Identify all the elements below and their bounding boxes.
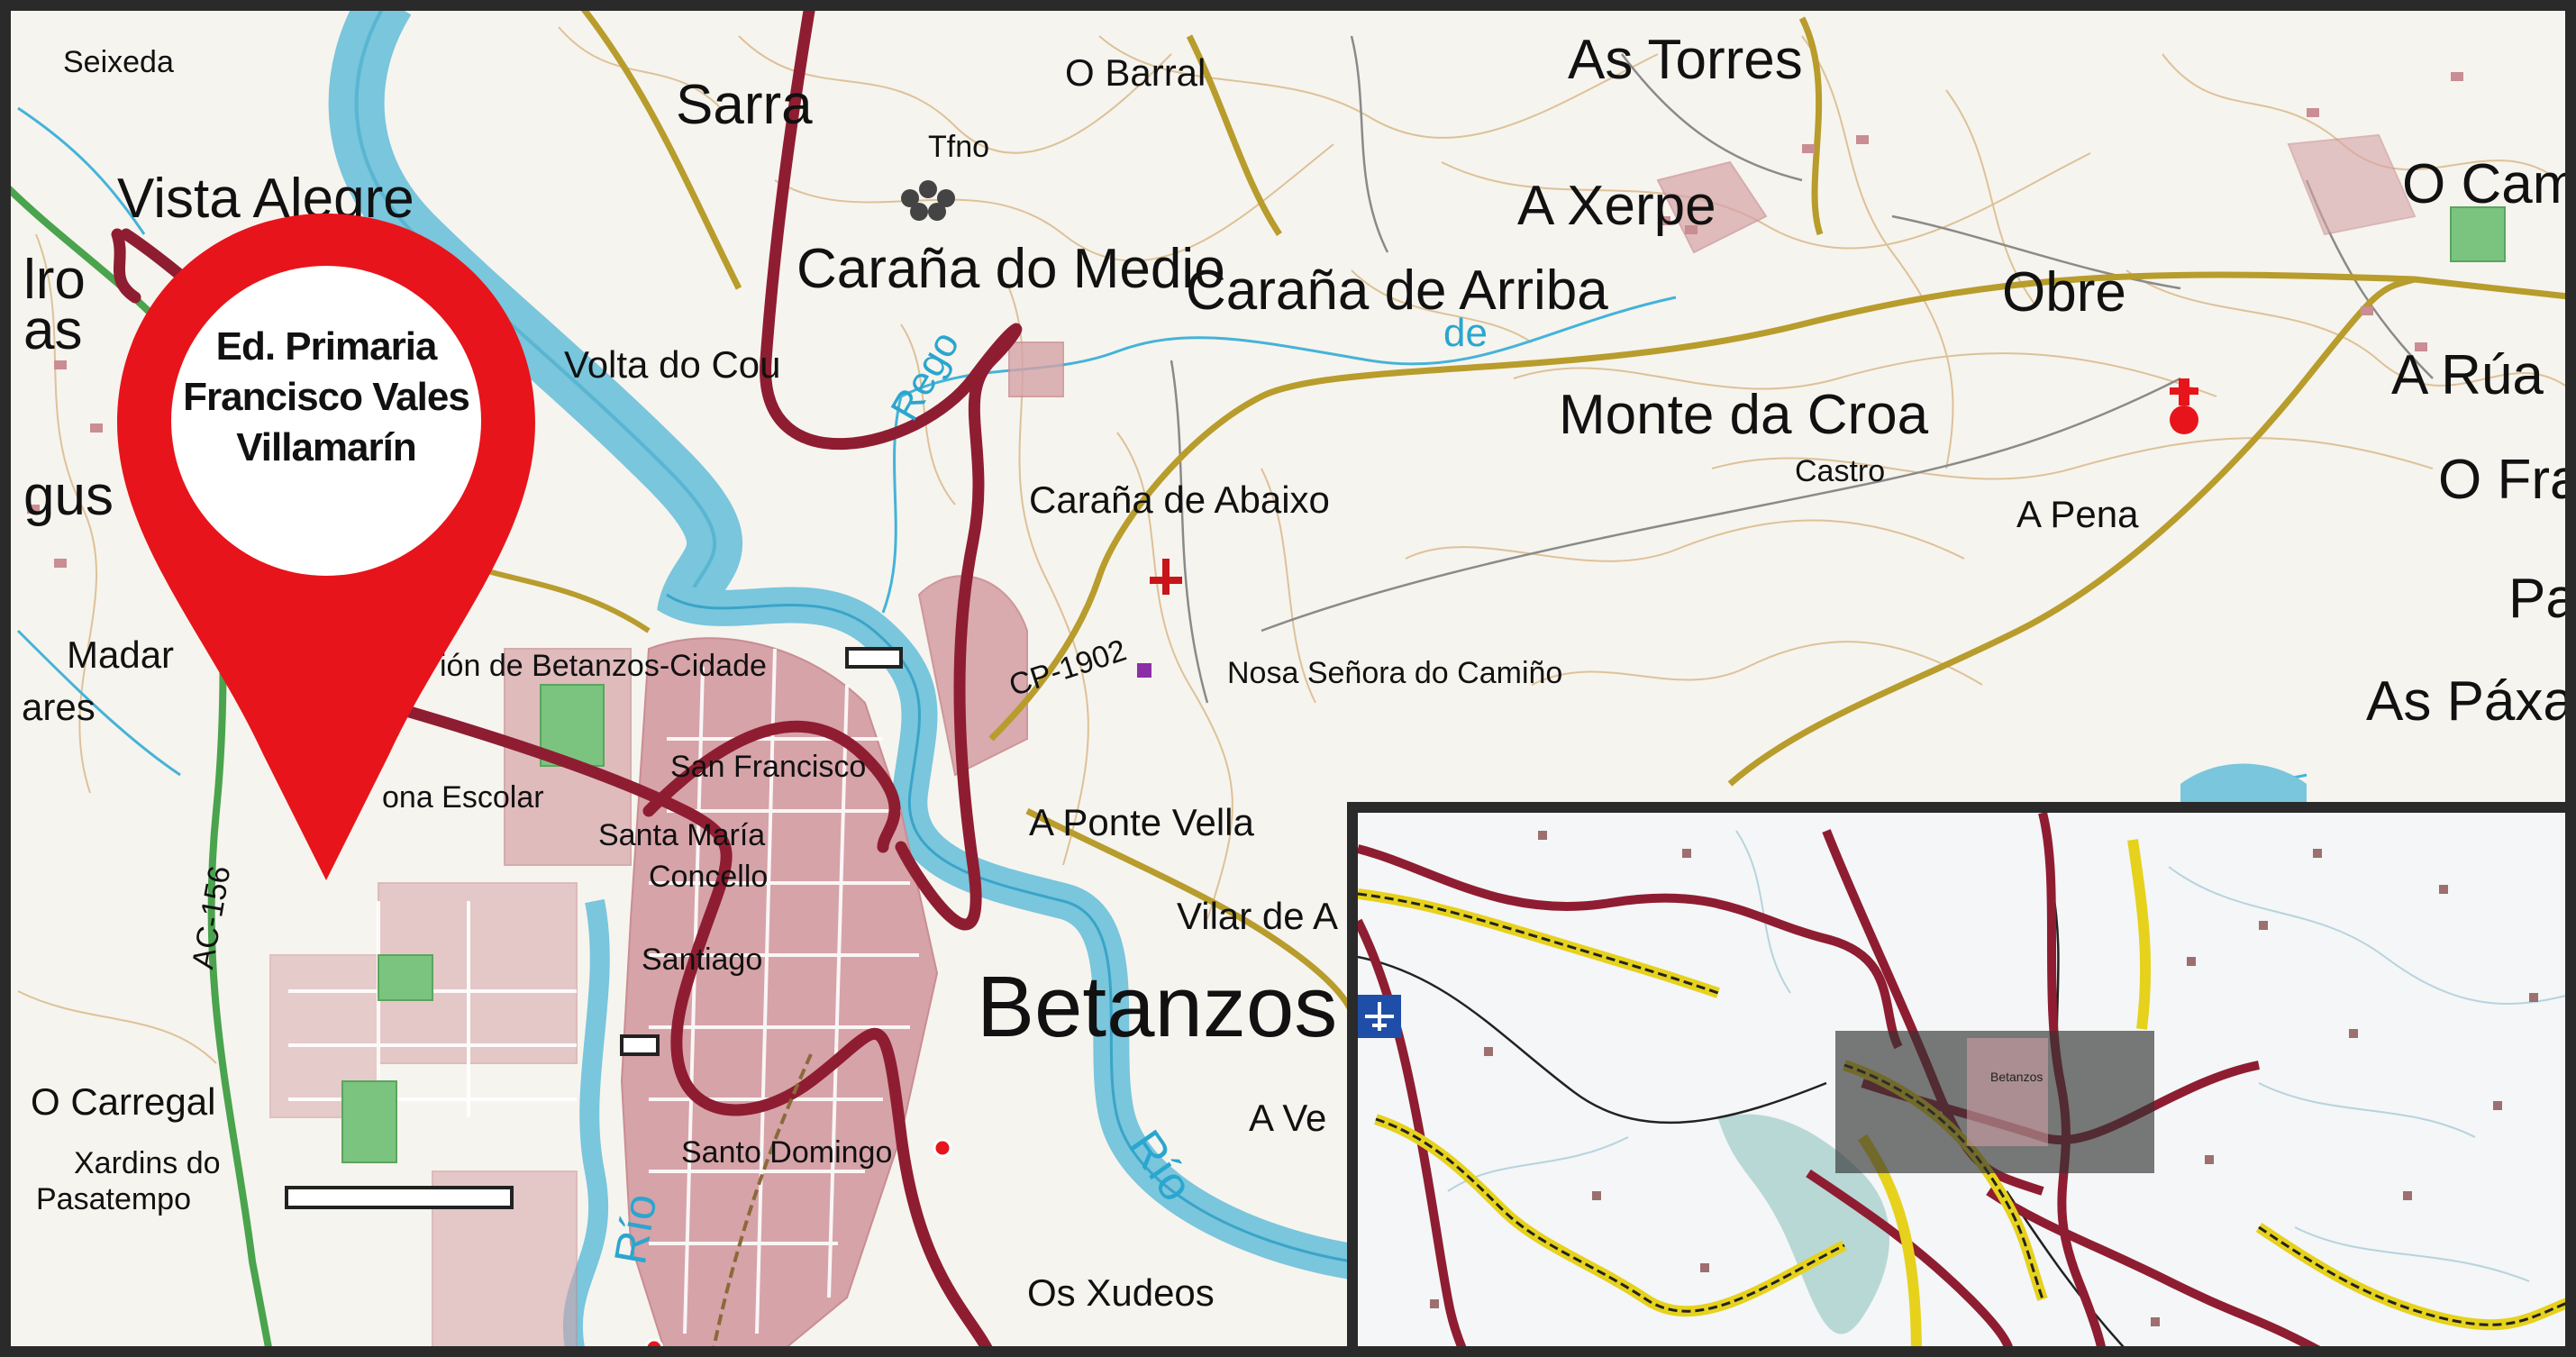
place-label: Santo Domingo	[681, 1135, 893, 1170]
river-label: Río	[605, 1189, 667, 1269]
town-label-betanzos: Betanzos	[977, 959, 1338, 1055]
inset-map-layer: Betanzos	[1358, 813, 2565, 1346]
place-label: ares	[22, 686, 96, 728]
inset-town-label: Betanzos	[1990, 1070, 2043, 1084]
place-label: Xardins do	[74, 1146, 221, 1180]
place-label: O Barral	[1065, 51, 1206, 94]
place-label: ona Escolar	[382, 780, 544, 815]
place-label: A Pena	[2016, 493, 2139, 535]
place-label: Caraña de Arriba	[1186, 260, 1608, 322]
place-label: O Camp	[2402, 153, 2576, 215]
place-label: Caraña de Abaixo	[1029, 478, 1330, 521]
place-label: A Rúa	[2391, 344, 2544, 406]
point-markers	[644, 180, 2198, 1346]
place-label: Tfno	[928, 130, 990, 164]
inset-overview-map[interactable]: Betanzos	[1347, 802, 2565, 1346]
buildings	[27, 72, 2463, 568]
pin-label-line-1: Ed. Primaria	[215, 324, 438, 369]
place-label: Madar	[67, 633, 175, 676]
place-label: As Páxa	[2366, 670, 2574, 733]
place-label: A Ponte Vella	[1029, 801, 1254, 843]
place-label: Sarra	[676, 74, 813, 136]
river-label: de	[1443, 311, 1488, 355]
pin-label: Ed. Primaria Francisco Vales Villamarín	[155, 322, 497, 473]
pond	[2180, 763, 2307, 811]
place-label: Monte da Croa	[1559, 384, 1929, 446]
place-label: Vilar de A	[1177, 895, 1339, 937]
airport-icon	[1358, 995, 1401, 1038]
place-label: lro	[23, 249, 86, 311]
place-label: San Francisco	[670, 750, 867, 784]
place-label: as	[23, 299, 83, 361]
place-label: O Carregal	[31, 1080, 216, 1123]
place-label: Pasatempo	[36, 1182, 191, 1216]
bridges	[285, 647, 903, 1209]
pin-label-line-2: Francisco Vales	[183, 375, 470, 419]
place-label: Seixeda	[63, 45, 174, 79]
pin-label-line-3: Villamarín	[236, 425, 417, 469]
location-pin-icon[interactable]	[110, 214, 542, 880]
place-label: Castro	[1795, 454, 1886, 488]
place-label: ión de Betanzos-Cidade	[440, 649, 767, 683]
green-areas	[341, 206, 2506, 1163]
place-label: A Ve	[1249, 1097, 1327, 1139]
place-label: Santiago	[642, 943, 763, 977]
place-label: Os Xudeos	[1027, 1271, 1215, 1314]
place-label: As Torres	[1568, 29, 1803, 91]
place-label: gus	[23, 465, 114, 527]
place-label: Caraña do Medio	[796, 238, 1225, 300]
place-label: Pa	[2508, 568, 2576, 630]
place-label: Nosa Señora do Camiño	[1227, 656, 1563, 690]
railway	[712, 1053, 813, 1346]
place-label: Volta do Cou	[564, 343, 781, 386]
place-label: O Fra	[2438, 449, 2576, 511]
urban-grid	[288, 648, 919, 1334]
local-paths	[1170, 35, 2434, 704]
place-label: Concello	[649, 860, 769, 894]
place-label: Santa María	[598, 818, 766, 852]
place-label: A Xerpe	[1517, 175, 1716, 237]
place-label: Obre	[2002, 261, 2126, 323]
